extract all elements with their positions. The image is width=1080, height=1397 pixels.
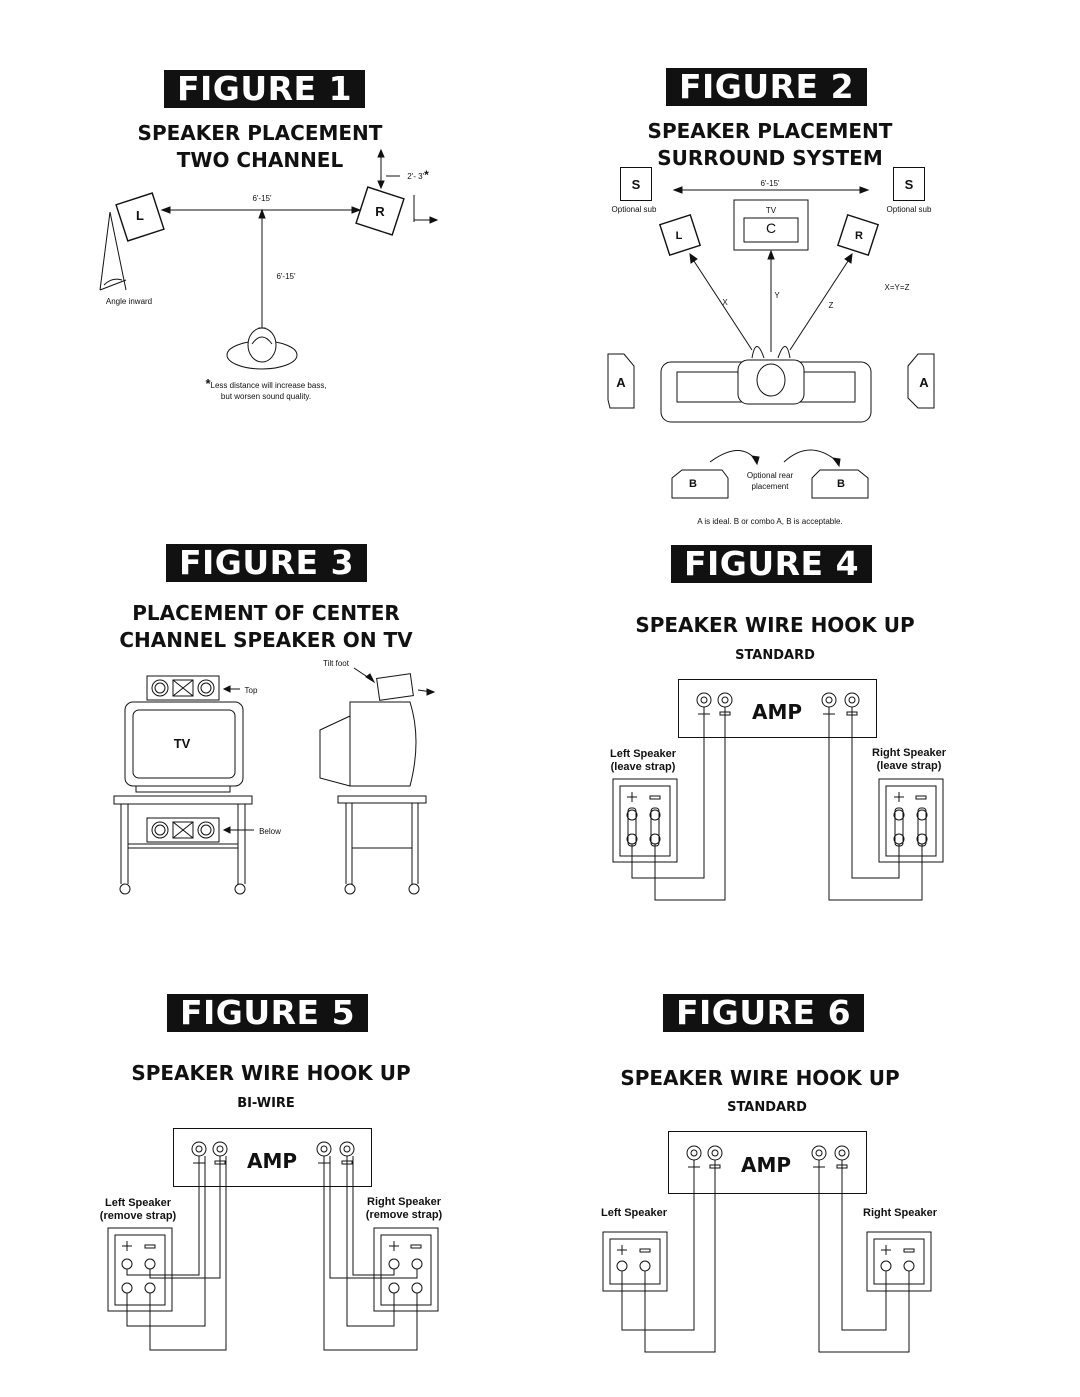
figure-6-amp (668, 1131, 867, 1194)
figure-1-angle-note: Angle inward (105, 297, 153, 306)
figure-6-right-speaker: Right Speaker (863, 1207, 937, 1219)
figure-4-amp (678, 679, 877, 738)
figure-2-optional-sub-right: Optional sub (886, 205, 932, 214)
figure-2-x-label: X (722, 298, 728, 307)
figure-3-below: Below (259, 827, 281, 836)
figure-2-distance: 6'-15' (760, 179, 780, 188)
figure-2-banner: FIGURE 2 (666, 68, 867, 106)
figure-2-y-label: Y (774, 291, 780, 300)
figure-2-heading-line2: SURROUND SYSTEM (657, 146, 883, 170)
figure-3-top: Top (244, 686, 258, 695)
figure-4-left-speaker: Left Speaker (leave strap) (598, 748, 688, 774)
figure-1-vertical-distance: 6'-15' (276, 272, 296, 281)
figure-2-center-label: C (765, 220, 777, 236)
figure-2-a-right: A (919, 375, 929, 390)
figure-1-footnote: *Less distance will increase bass,but wo… (205, 376, 327, 401)
figure-1-wall-distance: 2'- 3'* (407, 168, 429, 182)
figure-5-amp-label: AMP (247, 1149, 298, 1173)
figure-3-banner: FIGURE 3 (166, 544, 367, 582)
figure-4-left-speaker-name: Left Speaker (609, 748, 677, 760)
figure-1-right-label: R (375, 203, 385, 219)
figure-4-sub: STANDARD (735, 648, 815, 663)
figure-4-right-speaker-name: Right Speaker (872, 747, 946, 759)
figure-4-amp-label: AMP (752, 700, 803, 724)
figure-2-left-label: L (675, 230, 683, 242)
figure-5-right-speaker-note: (remove strap) (365, 1209, 443, 1221)
figure-5-right-speaker-name: Right Speaker (367, 1196, 441, 1208)
figure-1-horizontal-distance: 6'-15' (252, 194, 272, 203)
figure-4-banner: FIGURE 4 (671, 545, 872, 583)
figure-2-equation: X=Y=Z (884, 283, 910, 292)
figure-2-note: A is ideal. B or combo A, B is acceptabl… (697, 517, 843, 526)
figure-1-heading-line1: SPEAKER PLACEMENT (137, 121, 383, 145)
figure-5-right-speaker: Right Speaker (remove strap) (354, 1196, 454, 1222)
figure-2-heading: SPEAKER PLACEMENT SURROUND SYSTEM (630, 118, 910, 172)
figure-2-sub-left: S (620, 167, 652, 201)
figure-6-amp-terminals (686, 1145, 850, 1173)
figure-2-heading-line1: SPEAKER PLACEMENT (647, 119, 893, 143)
figure-2-optional-rear: Optional rear placement (746, 471, 794, 491)
figure-4-left-speaker-note: (leave strap) (610, 761, 676, 773)
figure-2-b-left: B (689, 478, 697, 490)
figure-4-right-speaker-note: (leave strap) (876, 760, 942, 772)
figure-4-right-speaker: Right Speaker (leave strap) (864, 747, 954, 773)
figure-5-heading: SPEAKER WIRE HOOK UP (131, 1061, 411, 1085)
figure-3-heading-line1: PLACEMENT OF CENTER (132, 601, 400, 625)
figure-6-banner: FIGURE 6 (663, 994, 864, 1032)
figure-2-tv-label: TV (765, 206, 777, 215)
figure-1-banner: FIGURE 1 (164, 70, 365, 108)
figure-4-heading: SPEAKER WIRE HOOK UP (635, 613, 915, 637)
figure-5-sub: BI-WIRE (237, 1096, 295, 1111)
figure-3-heading: PLACEMENT OF CENTER CHANNEL SPEAKER ON T… (116, 600, 416, 654)
figure-2-optional-sub-left: Optional sub (611, 205, 657, 214)
figure-3-tv-label: TV (173, 736, 191, 751)
figure-1-heading: SPEAKER PLACEMENT TWO CHANNEL (120, 120, 400, 174)
figure-5-left-speaker-name: Left Speaker (104, 1197, 172, 1209)
figure-2-b-right: B (837, 478, 845, 490)
figure-3-heading-line2: CHANNEL SPEAKER ON TV (119, 628, 413, 652)
figure-1-left-label: L (136, 207, 144, 223)
figure-6-amp-label: AMP (741, 1153, 792, 1177)
figure-6-sub: STANDARD (727, 1100, 807, 1115)
figure-5-amp (173, 1128, 372, 1187)
figure-1-heading-line2: TWO CHANNEL (176, 148, 344, 172)
figure-2-a-left: A (616, 375, 626, 390)
figure-6-left-speaker: Left Speaker (600, 1207, 668, 1219)
figure-6-heading: SPEAKER WIRE HOOK UP (620, 1066, 900, 1090)
figure-5-left-speaker: Left Speaker (remove strap) (88, 1197, 188, 1223)
figure-5-banner: FIGURE 5 (167, 994, 368, 1032)
figure-3-tilt-foot: Tilt foot (323, 659, 349, 668)
figure-5-left-speaker-note: (remove strap) (99, 1210, 177, 1222)
figure-2-z-label: Z (828, 301, 834, 310)
figure-2-sub-right: S (893, 167, 925, 201)
figure-2-right-label: R (855, 230, 863, 242)
